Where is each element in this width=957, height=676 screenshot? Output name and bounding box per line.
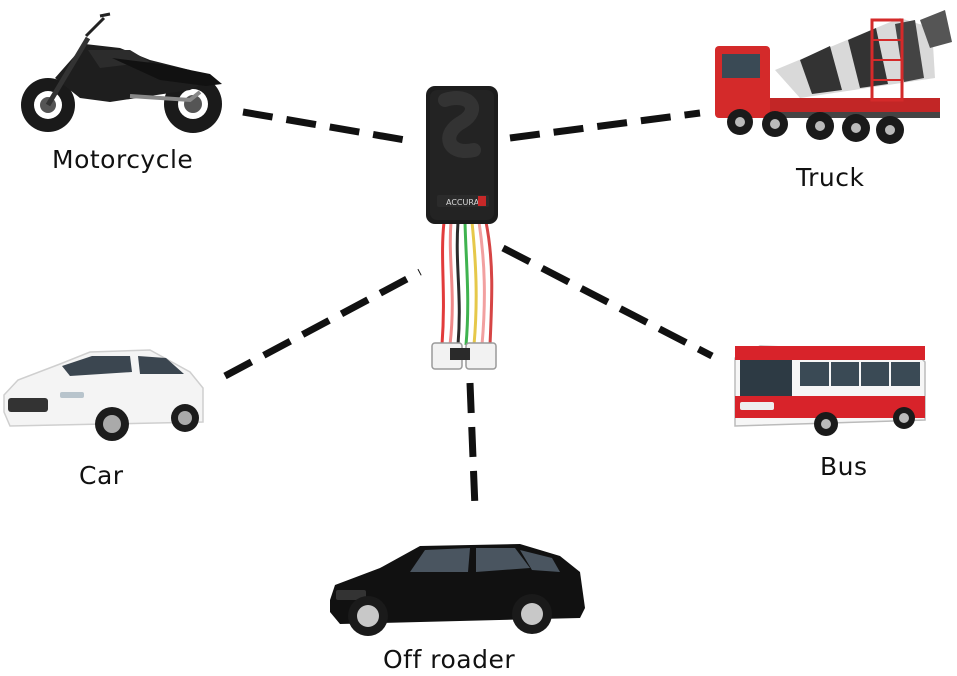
vehicle-label-off-roader: Off roader	[383, 645, 516, 674]
vehicle-label-truck: Truck	[796, 163, 865, 192]
connector-lines	[223, 108, 714, 509]
connector-off-roader	[466, 382, 479, 509]
bus-illustration	[734, 345, 926, 436]
off-roader-illustration	[330, 544, 585, 636]
vehicle-label-bus: Bus	[820, 452, 868, 481]
connector-bus	[501, 244, 714, 360]
vehicle-label-car: Car	[79, 461, 124, 490]
vehicle-label-motorcycle: Motorcycle	[52, 145, 194, 174]
connector-motorcycle	[242, 108, 406, 144]
tracker-logo-shape	[438, 91, 481, 158]
gps-tracker-device: ACCURA	[426, 86, 498, 370]
truck-illustration	[715, 10, 952, 144]
motorcycle-illustration	[21, 12, 222, 133]
connector-car	[223, 268, 422, 380]
connector-truck	[509, 109, 701, 142]
tracker-brand-text: ACCURA	[446, 198, 480, 207]
car-illustration	[3, 349, 204, 441]
tracker-wires	[440, 221, 494, 346]
tracker-connector-right	[465, 342, 497, 370]
